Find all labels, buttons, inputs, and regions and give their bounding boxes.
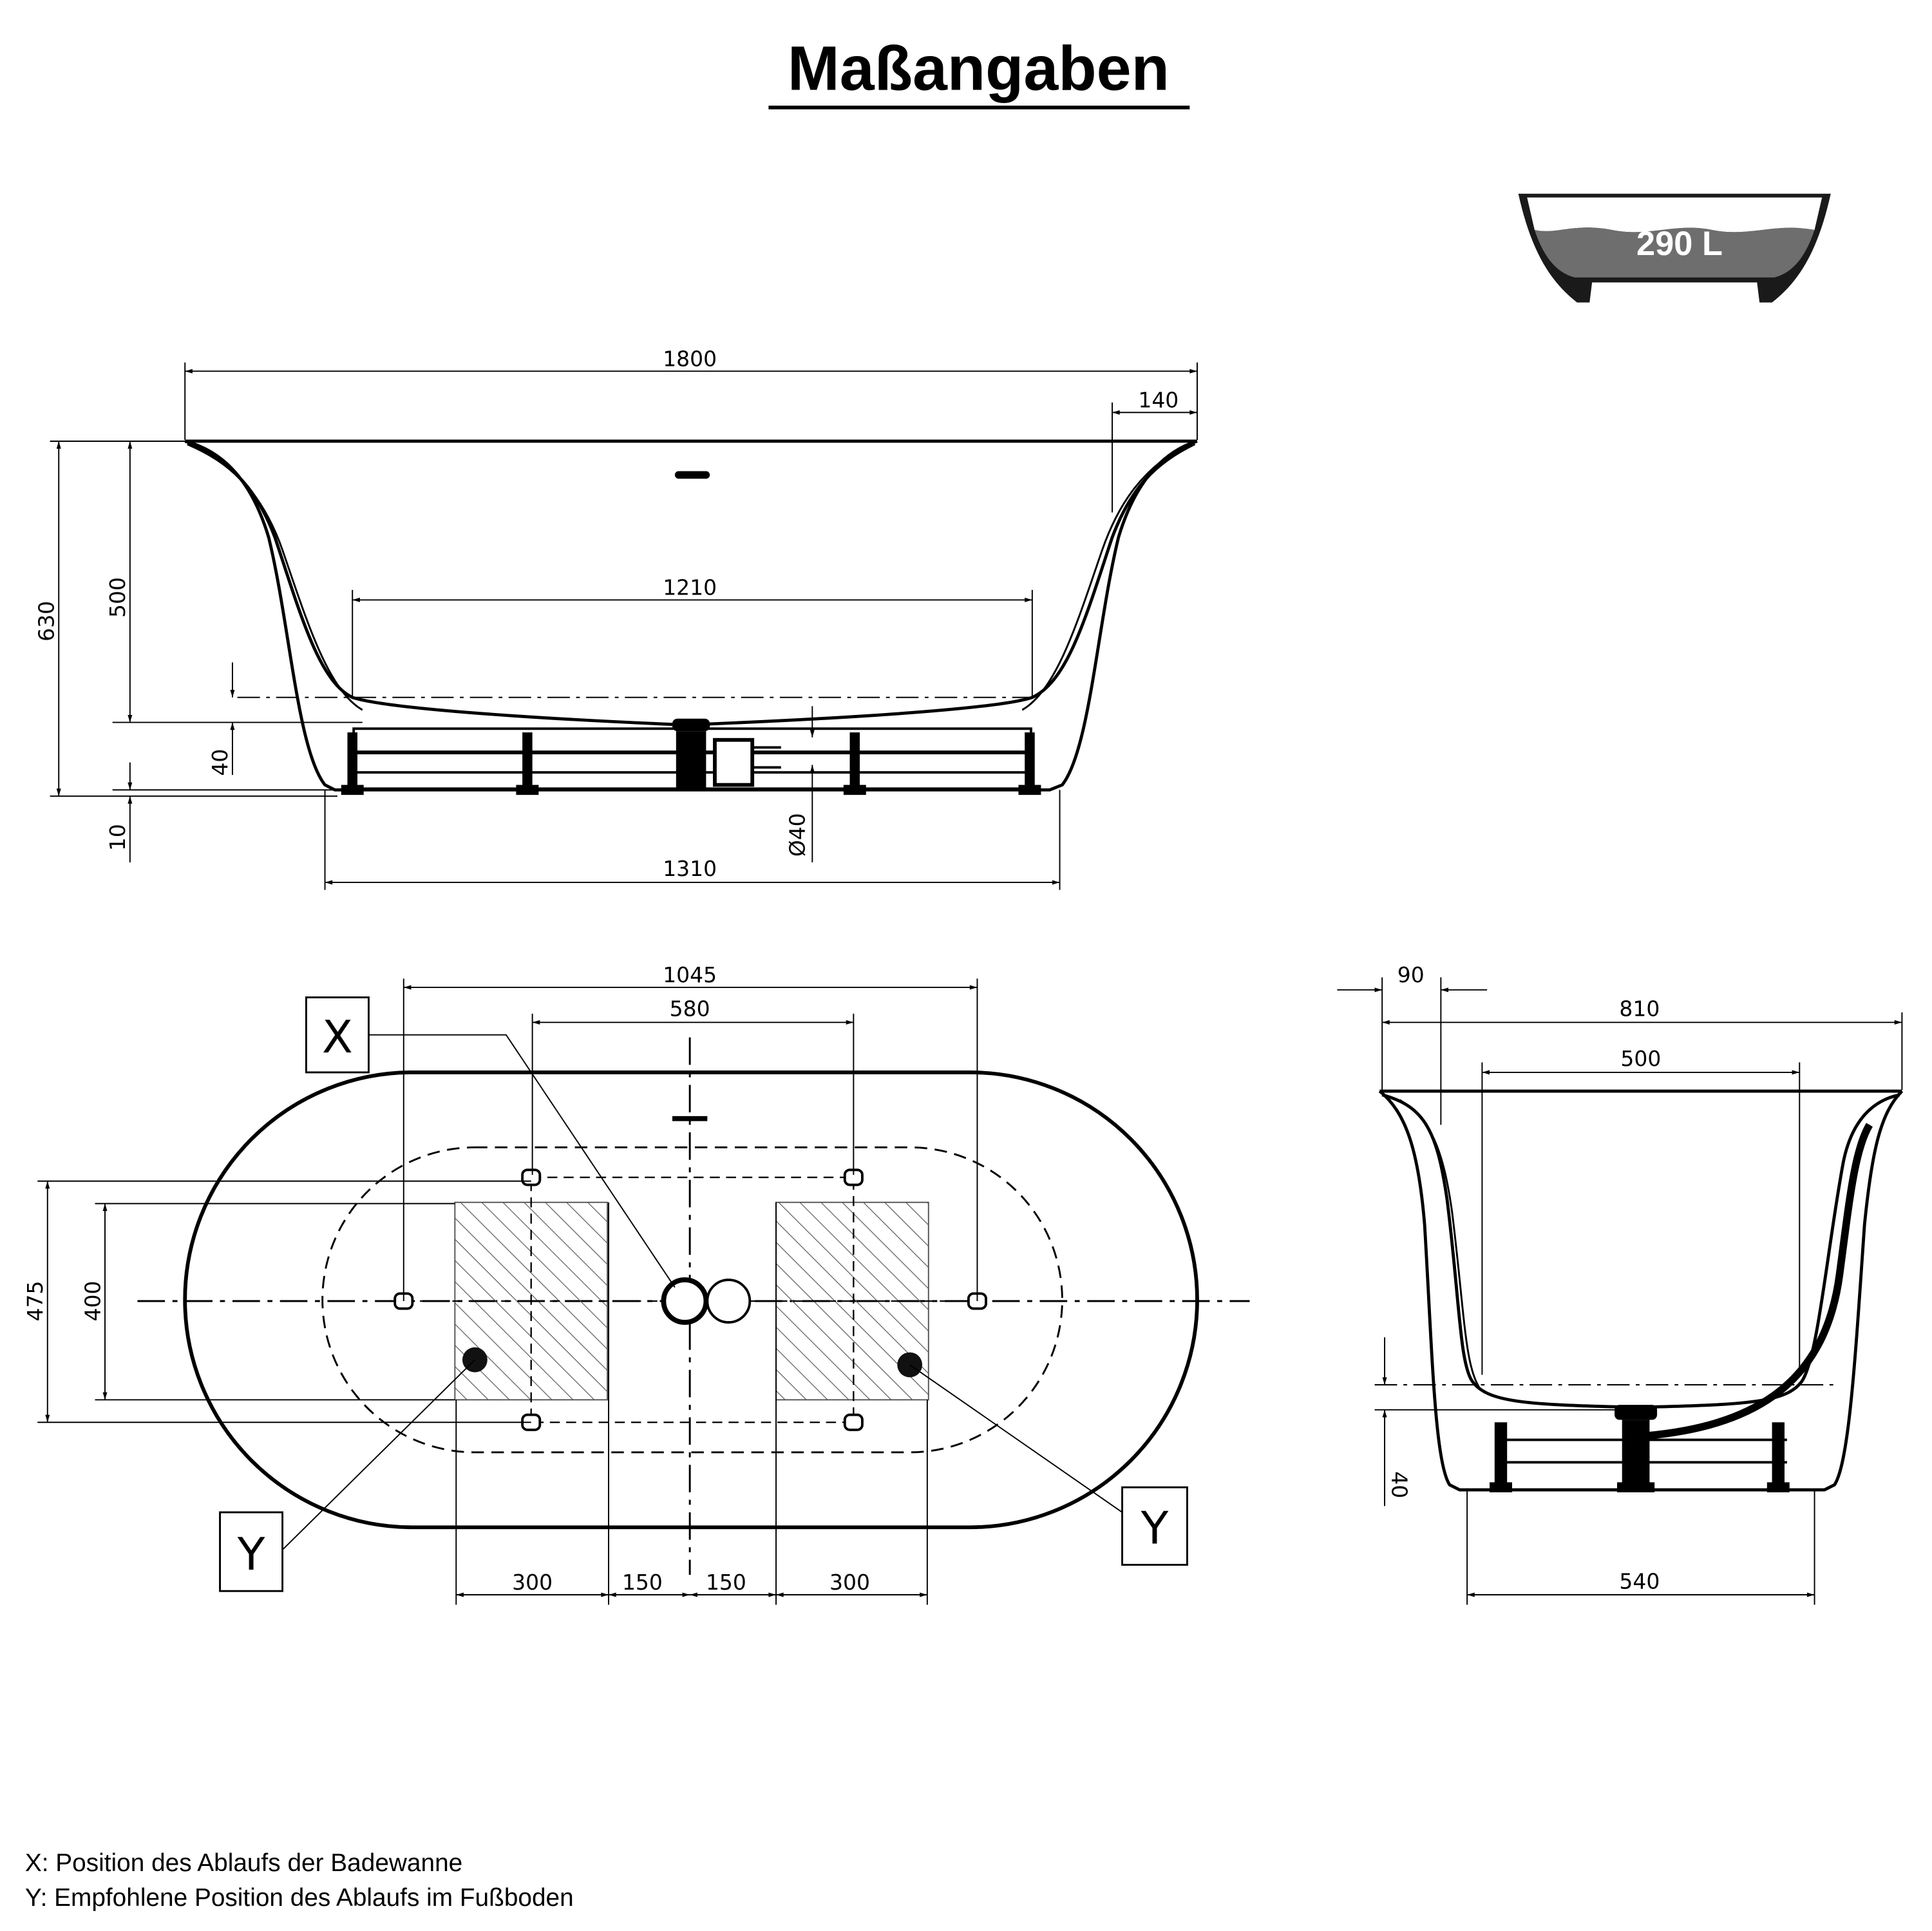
dim-inner-depth: 500: [105, 577, 130, 618]
tub-drain-icon: [661, 1277, 709, 1325]
legend-x: X: Position des Ablaufs der Badewanne: [25, 1849, 462, 1877]
dim-overall-height: 630: [33, 601, 59, 642]
dim-width-inner: 400: [80, 1281, 105, 1322]
front-view: 1800 140 1210 1310 630 500 40 10 Ø40: [33, 347, 1198, 890]
page-title: Maßangaben: [788, 33, 1170, 104]
dim-zone-right: 300: [829, 1570, 870, 1595]
dim-feet-outer: 1045: [663, 962, 717, 987]
dim-side-base-width: 540: [1619, 1568, 1660, 1593]
dim-drain-diameter: Ø40: [785, 813, 810, 857]
dim-zone-left: 300: [512, 1570, 553, 1595]
dim-side-floor-offset: 40: [1387, 1471, 1412, 1498]
dim-gap-left: 150: [622, 1570, 663, 1595]
dim-floor-offset: 40: [207, 749, 232, 776]
dim-foot-height: 10: [105, 824, 130, 851]
side-view: 90 810 500 540 40: [1337, 962, 1904, 1605]
marker-y-left-label: Y: [237, 1528, 265, 1581]
dim-side-overall-width: 810: [1619, 996, 1660, 1022]
dim-side-inner-width: 500: [1620, 1046, 1661, 1071]
dim-width-outer: 475: [23, 1281, 48, 1322]
legend-y: Y: Empfohlene Position des Ablaufs im Fu…: [25, 1884, 574, 1912]
dim-base-length: 1310: [663, 856, 717, 881]
dim-side-rim: 90: [1397, 962, 1425, 987]
dim-feet-inner: 580: [670, 996, 710, 1022]
volume-badge: 290 L: [1518, 193, 1831, 303]
top-view: X Y Y 1045 580 475 400 300 150 150 300: [23, 962, 1250, 1605]
dim-rim-width: 140: [1138, 388, 1179, 413]
dim-overall-length: 1800: [663, 347, 717, 372]
dim-inner-length: 1210: [663, 575, 717, 600]
volume-label: 290 L: [1636, 225, 1723, 263]
dim-gap-right: 150: [706, 1570, 746, 1595]
marker-x-label: X: [322, 1011, 353, 1063]
marker-y-right-label: Y: [1141, 1502, 1169, 1554]
